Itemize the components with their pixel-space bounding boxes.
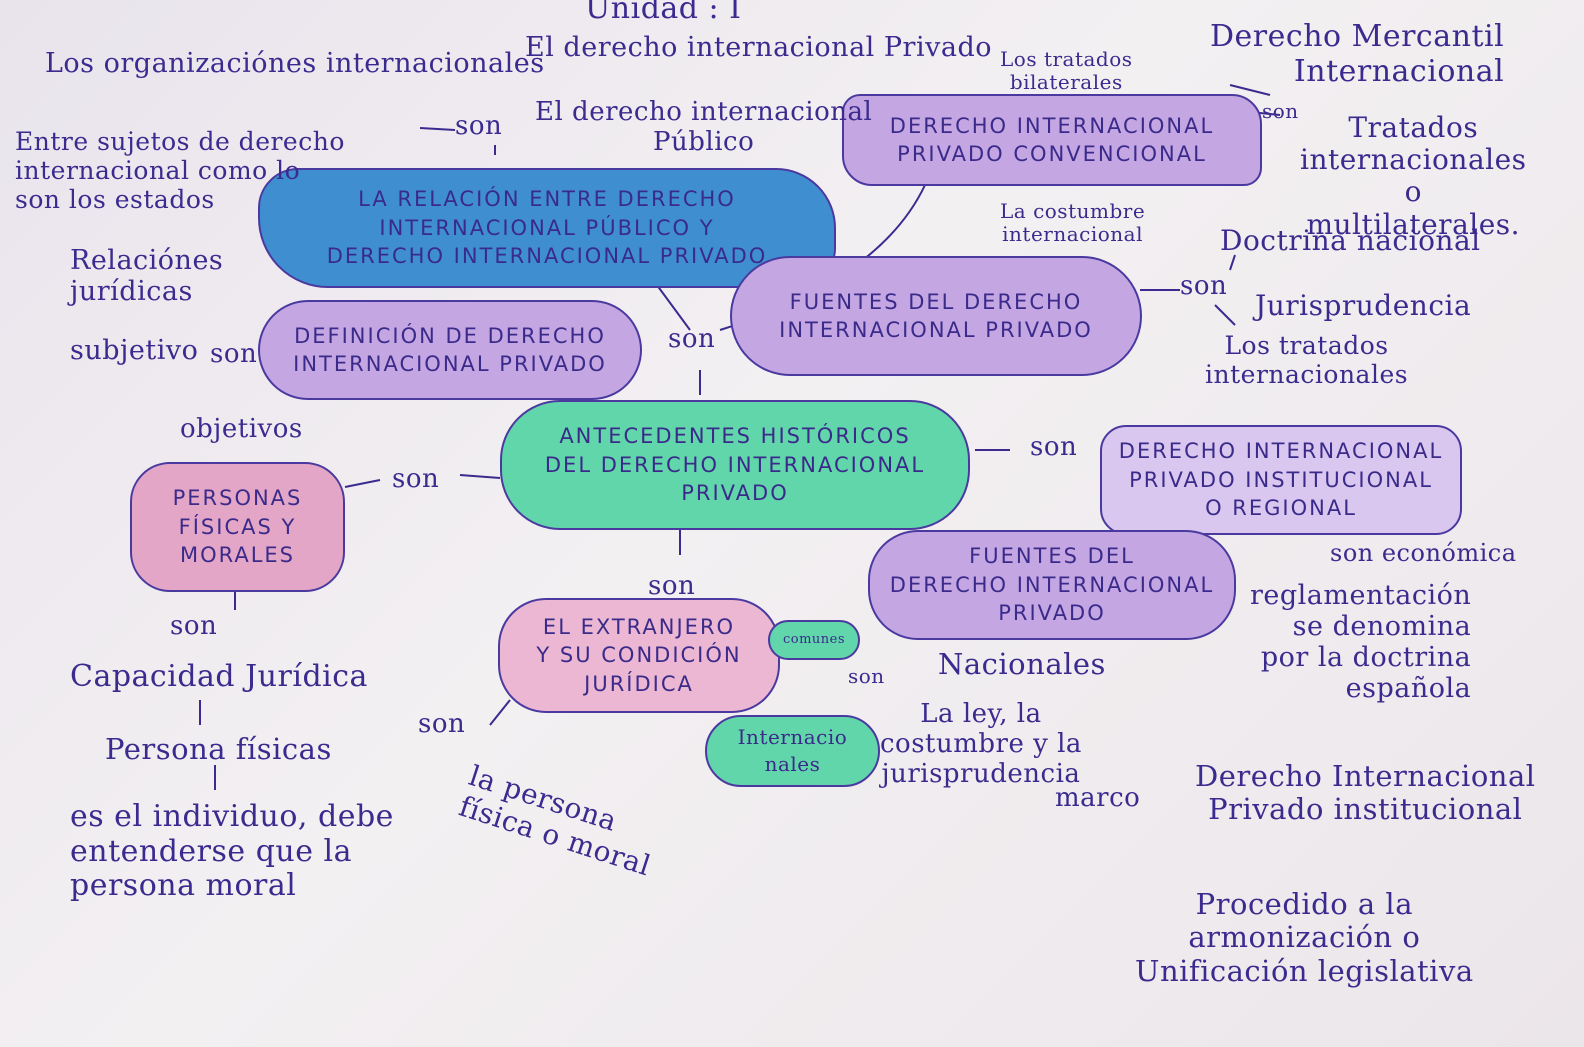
definicion-node: DEFINICIÓN DE DERECHO INTERNACIONAL PRIV… [258, 300, 642, 400]
antecedentes-node: ANTECEDENTES HISTÓRICOS DEL DERECHO INTE… [500, 400, 970, 530]
definicion-text: DEFINICIÓN DE DERECHO INTERNACIONAL PRIV… [293, 323, 607, 376]
label-son-economica: son económica [1330, 539, 1517, 567]
label-sujetivo: subjetivo [70, 335, 199, 366]
personas-node: PERSONAS FÍSICAS Y MORALES [130, 462, 345, 592]
label-dip-publico: El derecho internacional Público [535, 97, 873, 157]
page-title: Unidad : I [585, 0, 742, 26]
fuentes-top-text: FUENTES DEL DERECHO INTERNACIONAL PRIVAD… [779, 289, 1093, 342]
label-dip-privado-top: El derecho internacional Privado [525, 32, 992, 63]
dip-convencional-node: DERECHO INTERNACIONAL PRIVADO CONVENCION… [842, 94, 1262, 186]
dip-institucional-text: DERECHO INTERNACIONAL PRIVADO INSTITUCIO… [1118, 439, 1444, 521]
label-persona-fisicas: Persona físicas [105, 732, 332, 766]
label-tratados-int: Los tratados internacionales [1205, 331, 1409, 389]
relacion-text: LA RELACIÓN ENTRE DERECHO INTERNACIONAL … [326, 187, 768, 269]
label-tratados-multi: Tratados internacionales o multilaterale… [1300, 111, 1527, 241]
label-costumbre: La costumbre internacional [1000, 199, 1146, 246]
label-son-9: son [170, 611, 218, 641]
internacionales-text: Internacio nales [737, 725, 848, 776]
label-nacionales: Nacionales [938, 647, 1106, 681]
label-objetivos: objetivos [180, 414, 303, 444]
label-son-3: son [1180, 271, 1228, 301]
label-relaciones: Relaciónes jurídicas [70, 245, 224, 308]
dip-convencional-text: DERECHO INTERNACIONAL PRIVADO CONVENCION… [889, 113, 1215, 166]
label-son-7: son [1030, 432, 1078, 462]
label-doctrina: Doctrina nacional [1220, 224, 1481, 257]
label-procedido: Procedido a la armonización o Unificació… [1135, 887, 1474, 988]
label-son-4: son [210, 339, 258, 369]
relacion-node: LA RELACIÓN ENTRE DERECHO INTERNACIONAL … [258, 168, 836, 288]
extranjero-node: EL EXTRANJERO Y SU CONDICIÓN JURÍDICA [498, 598, 780, 713]
personas-text: PERSONAS FÍSICAS Y MORALES [172, 486, 303, 568]
fuentes-bottom-node: FUENTES DEL DERECHO INTERNACIONAL PRIVAD… [868, 530, 1236, 640]
label-son-5: son [668, 324, 716, 354]
label-son-10: son [418, 709, 466, 739]
label-tratados-bilaterales: Los tratados bilaterales [1000, 47, 1133, 94]
dip-institucional-node: DERECHO INTERNACIONAL PRIVADO INSTITUCIO… [1100, 425, 1462, 535]
label-son-6: son [392, 464, 440, 494]
internacionales-node: Internacio nales [705, 715, 880, 787]
label-son-1: son [455, 111, 503, 141]
fuentes-top-node: FUENTES DEL DERECHO INTERNACIONAL PRIVAD… [730, 256, 1142, 376]
label-ley: La ley, la costumbre y la jurisprudencia [880, 699, 1082, 789]
label-sujetos: Entre sujetos de derecho internacional c… [15, 127, 345, 214]
label-son-2: son [1262, 99, 1299, 123]
label-mercantil: Derecho Mercantil Internacional [1210, 19, 1505, 89]
extranjero-text: EL EXTRANJERO Y SU CONDICIÓN JURÍDICA [536, 614, 742, 696]
label-marco: marco [1055, 783, 1141, 813]
label-son-11: son [848, 664, 885, 688]
fuentes-bottom-text: FUENTES DEL DERECHO INTERNACIONAL PRIVAD… [889, 544, 1215, 626]
label-capacidad: Capacidad Jurídica [70, 659, 368, 694]
label-organizaciones: Los organizaciónes internacionales [45, 48, 545, 79]
label-reglamentacion: reglamentación se denomina por la doctri… [1250, 580, 1472, 705]
antecedentes-text: ANTECEDENTES HISTÓRICOS DEL DERECHO INTE… [544, 424, 926, 506]
comunes-text: comunes [782, 632, 846, 648]
label-individuo: es el individuo, debe entenderse que la … [70, 799, 394, 903]
label-son-8: son [648, 571, 696, 601]
label-jurisprudencia: Jurisprudencia [1255, 289, 1472, 322]
comunes-node: comunes [768, 620, 860, 660]
label-dip-institucional-text: Derecho Internacional Privado institucio… [1195, 759, 1536, 827]
